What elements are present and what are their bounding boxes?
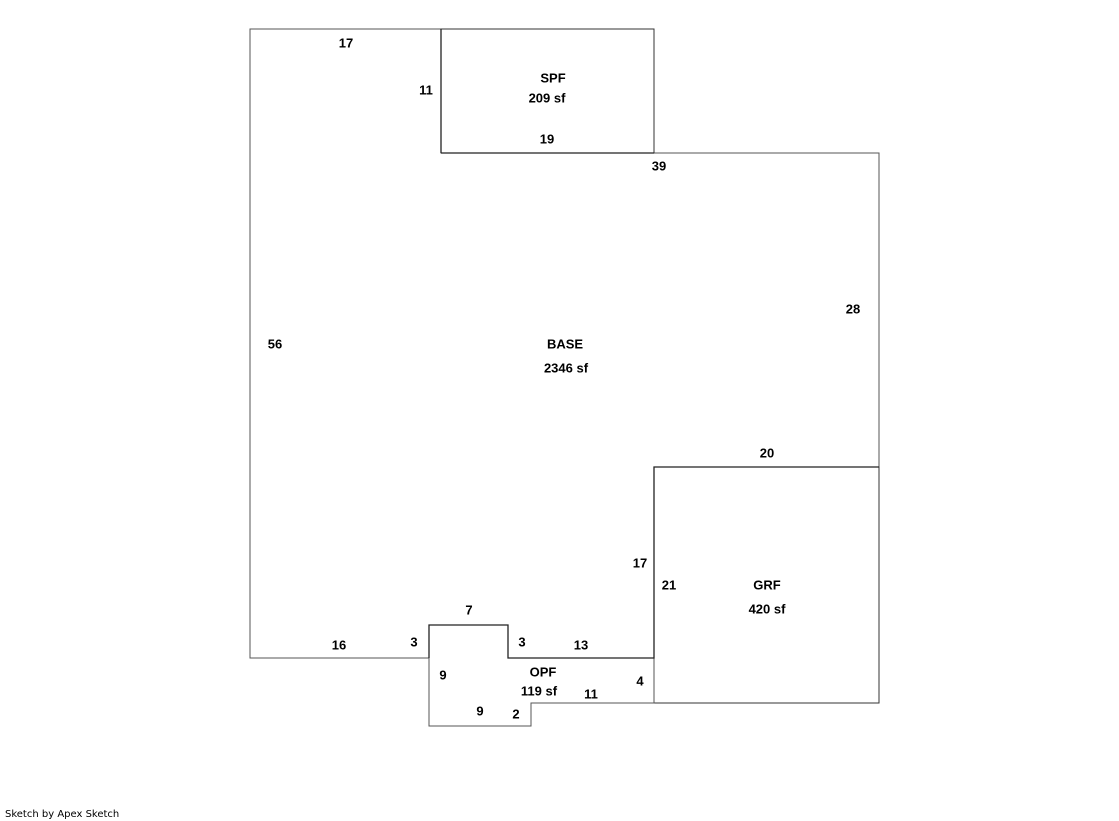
opf-shared-edge xyxy=(428,466,879,659)
dimension-label: 20 xyxy=(759,445,775,461)
dimension-label: 39 xyxy=(651,158,667,174)
dimension-label: 2 xyxy=(512,706,520,722)
dimension-label: 21 xyxy=(661,577,677,593)
opf-area: 119 sf xyxy=(520,683,558,699)
grf-area: 420 sf xyxy=(748,601,786,617)
dimension-label: 7 xyxy=(465,602,473,618)
dimension-label: 16 xyxy=(331,637,347,653)
dimension-label: 56 xyxy=(267,336,283,352)
grf-name: GRF xyxy=(753,577,781,593)
opf-name: OPF xyxy=(529,664,557,680)
opf-outline xyxy=(428,658,655,727)
dimension-label: 11 xyxy=(584,686,598,702)
dimension-label: 28 xyxy=(845,301,861,317)
dimension-label: 13 xyxy=(573,637,589,653)
dimension-label: 9 xyxy=(439,667,447,683)
spf-name: SPF xyxy=(540,70,566,86)
dimension-label: 3 xyxy=(410,634,418,650)
dimension-label: 17 xyxy=(338,35,354,51)
dimension-label: 9 xyxy=(476,703,484,719)
footer-credit: Sketch by Apex Sketch xyxy=(5,809,120,820)
base-area: 2346 sf xyxy=(543,360,589,376)
dimension-label: 17 xyxy=(632,555,648,571)
dimension-label: 19 xyxy=(539,131,555,147)
dimension-label: 11 xyxy=(419,82,433,98)
spf-area: 209 sf xyxy=(528,90,566,106)
dimension-label: 4 xyxy=(636,673,644,689)
base-name: BASE xyxy=(546,336,584,352)
dimension-label: 3 xyxy=(518,634,526,650)
